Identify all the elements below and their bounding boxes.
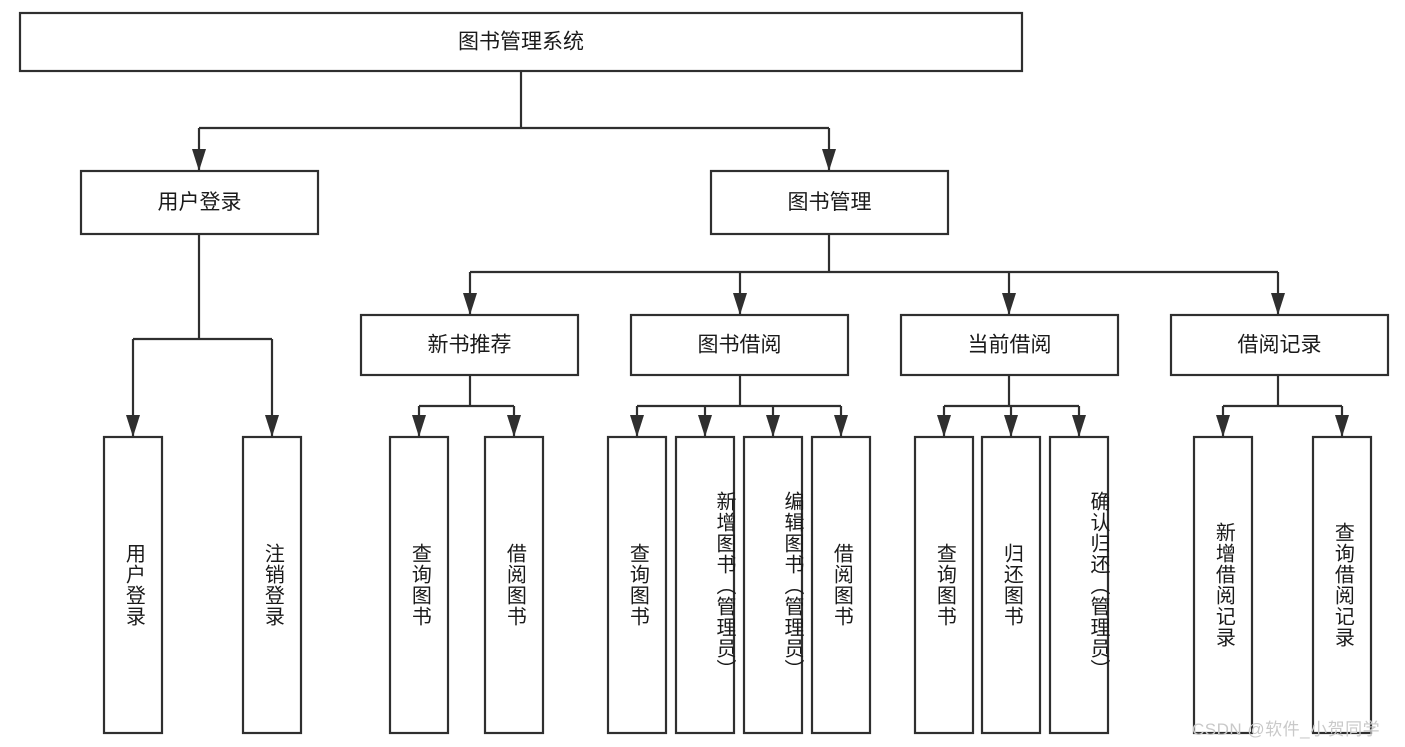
arrow-down-icon (1216, 415, 1230, 437)
node-box-user-login[interactable] (79, 169, 320, 236)
arrow-down-icon (265, 415, 279, 437)
node-root[interactable]: 图书管理系统 (18, 11, 1024, 73)
node-box-leaf-query-book-3[interactable] (913, 435, 975, 735)
arrow-down-icon (192, 149, 206, 171)
node-box-book-manage[interactable] (709, 169, 950, 236)
node-label-current-borrow: 当前借阅 (968, 334, 1052, 357)
node-box-new-book-rec[interactable] (359, 313, 580, 377)
arrow-down-icon (1335, 415, 1349, 437)
arrow-down-icon (1004, 415, 1018, 437)
arrow-down-icon (1002, 293, 1016, 315)
node-user-login[interactable]: 用户登录 (79, 169, 320, 236)
arrow-down-icon (834, 415, 848, 437)
node-borrow-record[interactable]: 借阅记录 (1169, 313, 1390, 377)
node-box-leaf-return-book[interactable] (980, 435, 1042, 735)
node-box-leaf-confirm-return[interactable] (1048, 435, 1110, 735)
node-label-book-borrow: 图书借阅 (698, 334, 782, 357)
node-current-borrow[interactable]: 当前借阅 (899, 313, 1120, 377)
arrow-down-icon (733, 293, 747, 315)
arrow-down-icon (412, 415, 426, 437)
node-box-leaf-query-book-2[interactable] (606, 435, 668, 735)
arrow-down-icon (822, 149, 836, 171)
connector-layer (126, 71, 1349, 437)
arrow-down-icon (507, 415, 521, 437)
node-box-leaf-borrow-book-2[interactable] (810, 435, 872, 735)
node-box-leaf-query-record[interactable] (1311, 435, 1373, 735)
arrow-down-icon (1072, 415, 1086, 437)
node-label-root: 图书管理系统 (458, 31, 584, 54)
arrow-down-icon (1271, 293, 1285, 315)
node-box-leaf-add-book[interactable] (674, 435, 736, 735)
arrow-down-icon (630, 415, 644, 437)
arrow-down-icon (126, 415, 140, 437)
node-box-leaf-add-record[interactable] (1192, 435, 1254, 735)
node-box-leaf-user-login[interactable] (102, 435, 164, 735)
node-book-borrow[interactable]: 图书借阅 (629, 313, 850, 377)
arrow-down-icon (698, 415, 712, 437)
node-box-root[interactable] (18, 11, 1024, 73)
node-box-current-borrow[interactable] (899, 313, 1120, 377)
node-label-borrow-record: 借阅记录 (1238, 334, 1322, 357)
node-box-borrow-record[interactable] (1169, 313, 1390, 377)
node-book-manage[interactable]: 图书管理 (709, 169, 950, 236)
csdn-watermark: CSDN @软件_小贺同学 (1192, 720, 1381, 739)
node-box-book-borrow[interactable] (629, 313, 850, 377)
node-label-new-book-rec: 新书推荐 (428, 334, 512, 357)
node-box-leaf-query-book-1[interactable] (388, 435, 450, 735)
arrow-down-icon (766, 415, 780, 437)
node-new-book-rec[interactable]: 新书推荐 (359, 313, 580, 377)
node-label-user-login: 用户登录 (158, 191, 242, 214)
node-box-leaf-borrow-book-1[interactable] (483, 435, 545, 735)
node-box-leaf-edit-book[interactable] (742, 435, 804, 735)
arrow-down-icon (937, 415, 951, 437)
arrow-down-icon (463, 293, 477, 315)
node-label-book-manage: 图书管理 (788, 191, 872, 214)
node-box-leaf-user-logout[interactable] (241, 435, 303, 735)
